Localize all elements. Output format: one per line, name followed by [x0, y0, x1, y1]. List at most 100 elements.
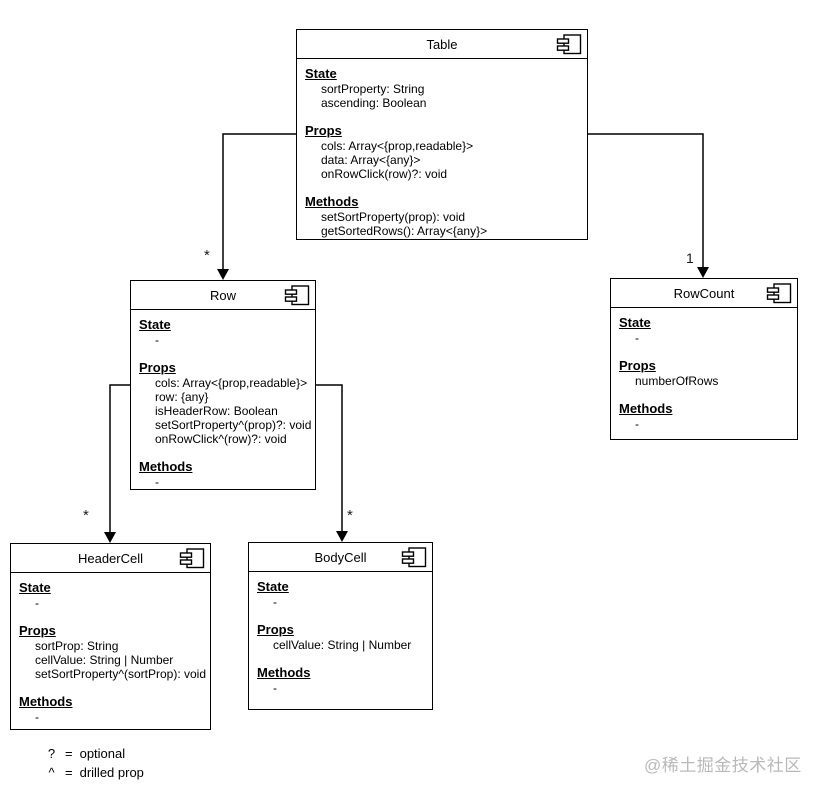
section-label: Methods	[619, 401, 673, 416]
section-label: State	[19, 580, 51, 595]
section-items: -	[619, 331, 789, 345]
section-state: State -	[139, 317, 307, 347]
section-label: Methods	[305, 194, 359, 209]
legend-symbol: ?	[47, 746, 56, 761]
section-label: State	[257, 579, 289, 594]
legend: ? = optional ^ = drilled prop	[45, 744, 144, 782]
component-title: HeaderCell	[77, 550, 144, 566]
member-line: cellValue: String | Number	[273, 638, 412, 652]
arrowhead-table-rowcount	[697, 267, 709, 278]
connector-row-bodycell	[316, 384, 343, 531]
section-items: -	[619, 417, 789, 431]
member-line: onRowClick^(row)?: void	[155, 432, 287, 446]
section-methods: Methods -	[19, 694, 202, 724]
section-label: State	[619, 315, 651, 330]
member-line: -	[155, 475, 159, 489]
watermark: @稀土掘金技术社区	[644, 756, 802, 775]
section-state: State -	[619, 315, 789, 345]
section-label: Methods	[257, 665, 311, 680]
component-body: State - Props numberOfRows Methods -	[611, 308, 797, 437]
member-line: -	[155, 333, 159, 347]
legend-meaning: drilled prop	[79, 765, 144, 780]
section-items: -	[19, 596, 202, 610]
section-label: Props	[257, 622, 294, 637]
section-methods: Methods -	[619, 401, 789, 431]
multiplicity-label: *	[347, 507, 353, 524]
member-line: cols: Array<{prop,readable}>	[155, 376, 308, 390]
section-methods: Methods -	[257, 665, 424, 695]
member-line: numberOfRows	[635, 374, 719, 388]
section-items: cols: Array<{prop,readable}>data: Array<…	[305, 139, 579, 181]
member-line: -	[273, 681, 277, 695]
arrowhead-row-bodycell	[336, 531, 348, 542]
member-line: -	[35, 596, 39, 610]
member-line: cols: Array<{prop,readable}>	[321, 139, 474, 153]
component-box-headercell: HeaderCell State - Props sortProp: Strin…	[10, 543, 211, 730]
section-label: Props	[139, 360, 176, 375]
section-label: Props	[19, 623, 56, 638]
component-header: RowCount	[611, 279, 797, 308]
section-props: Props cols: Array<{prop,readable}>data: …	[305, 123, 579, 181]
member-line: sortProp: String	[35, 639, 119, 653]
connector-table-row	[222, 133, 296, 269]
component-title: Table	[426, 36, 458, 52]
connector-row-headercell	[109, 384, 130, 532]
multiplicity-label: 1	[686, 250, 694, 266]
section-items: cellValue: String | Number	[257, 638, 424, 652]
section-items: numberOfRows	[619, 374, 789, 388]
component-header: HeaderCell	[11, 544, 210, 573]
legend-equals: =	[65, 746, 73, 761]
member-line: getSortedRows(): Array<{any}>	[321, 224, 488, 238]
section-items: -	[257, 595, 424, 609]
component-header: BodyCell	[249, 543, 432, 572]
legend-equals: =	[65, 765, 73, 780]
member-line: sortProperty: String	[321, 82, 425, 96]
uml-component-icon	[766, 283, 792, 304]
arrowhead-row-headercell	[104, 532, 116, 543]
legend-symbol: ^	[48, 765, 55, 780]
member-line: -	[635, 331, 639, 345]
section-state: State -	[19, 580, 202, 610]
legend-meaning: optional	[79, 746, 126, 761]
uml-component-icon	[401, 547, 427, 568]
component-box-row: Row State - Props cols: Array<{prop,read…	[130, 280, 316, 490]
uml-component-icon	[556, 34, 582, 55]
uml-component-icon	[179, 548, 205, 569]
member-line: -	[635, 417, 639, 431]
section-items: -	[139, 333, 307, 347]
component-title: BodyCell	[314, 549, 367, 565]
section-items: cols: Array<{prop,readable}>row: {any}is…	[139, 376, 312, 446]
section-label: Methods	[19, 694, 73, 709]
section-label: Props	[305, 123, 342, 138]
section-label: State	[139, 317, 171, 332]
component-title: RowCount	[673, 285, 735, 301]
section-methods: Methods -	[139, 459, 307, 489]
multiplicity-label: *	[204, 247, 210, 264]
member-line: -	[35, 710, 39, 724]
member-line: cellValue: String | Number	[35, 653, 174, 667]
multiplicity-label: *	[83, 507, 89, 524]
component-box-bodycell: BodyCell State - Props cellValue: String…	[248, 542, 433, 710]
component-header: Row	[131, 281, 315, 310]
connector-table-rowcount	[588, 133, 704, 267]
arrowhead-table-row	[217, 269, 229, 280]
component-title: Row	[209, 287, 236, 303]
member-line: ascending: Boolean	[321, 96, 427, 110]
member-line: setSortProperty(prop): void	[321, 210, 466, 224]
component-box-rowcount: RowCount State - Props numberOfRows Meth…	[610, 278, 798, 440]
section-items: -	[19, 710, 202, 724]
member-line: setSortProperty^(sortProp): void	[35, 667, 207, 681]
member-line: -	[273, 595, 277, 609]
uml-component-icon	[284, 285, 310, 306]
component-body: State - Props cellValue: String | Number…	[249, 572, 432, 701]
legend-line-optional: ? = optional	[45, 744, 144, 763]
member-line: setSortProperty^(prop)?: void	[155, 418, 312, 432]
section-state: State -	[257, 579, 424, 609]
